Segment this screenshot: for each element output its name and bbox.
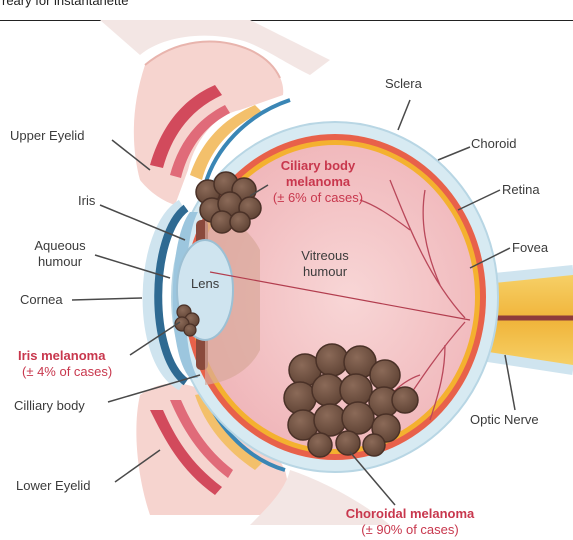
ciliary-melanoma-title-line1: Ciliary body [268, 158, 368, 174]
cornea-leader [72, 298, 142, 300]
choroidal-melanoma-percent: (± 90% of cases) [330, 522, 490, 538]
ciliary-melanoma-percent: (± 6% of cases) [262, 190, 374, 206]
label-lens: Lens [191, 276, 219, 292]
label-lower-eyelid: Lower Eyelid [16, 478, 90, 494]
label-vitreous-humour-line1: Vitreous [290, 248, 360, 264]
label-aqueous-humour-line1: Aqueous [24, 238, 96, 254]
label-upper-eyelid: Upper Eyelid [10, 128, 84, 144]
label-choroid: Choroid [471, 136, 517, 152]
sclera-leader [398, 100, 410, 130]
label-iris: Iris [78, 193, 95, 209]
iris-melanoma-title: Iris melanoma [18, 348, 105, 364]
label-ciliary-body: Cilliary body [14, 398, 85, 414]
label-optic-nerve: Optic Nerve [470, 412, 539, 428]
label-fovea: Fovea [512, 240, 548, 256]
label-aqueous-humour-line2: humour [24, 254, 96, 270]
ciliary-melanoma-title-line2: melanoma [268, 174, 368, 190]
choroidal-melanoma-title: Choroidal melanoma [330, 506, 490, 522]
choroid-leader [438, 147, 470, 160]
label-vitreous-humour-line2: humour [290, 264, 360, 280]
label-cornea: Cornea [20, 292, 63, 308]
label-retina: Retina [502, 182, 540, 198]
iris-melanoma-percent: (± 4% of cases) [22, 364, 112, 380]
label-sclera: Sclera [385, 76, 422, 92]
